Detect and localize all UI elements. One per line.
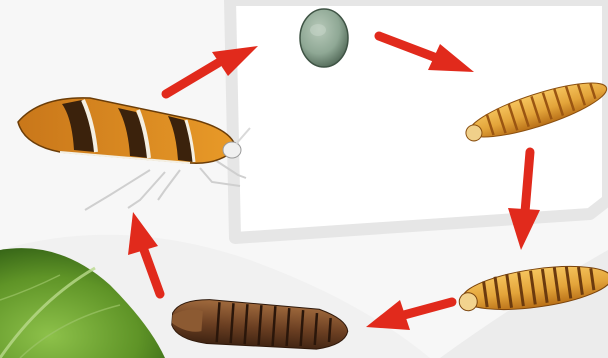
egg-icon [300,9,348,67]
moth-icon [18,98,250,210]
arrow-larva-to-pupa [366,300,452,330]
